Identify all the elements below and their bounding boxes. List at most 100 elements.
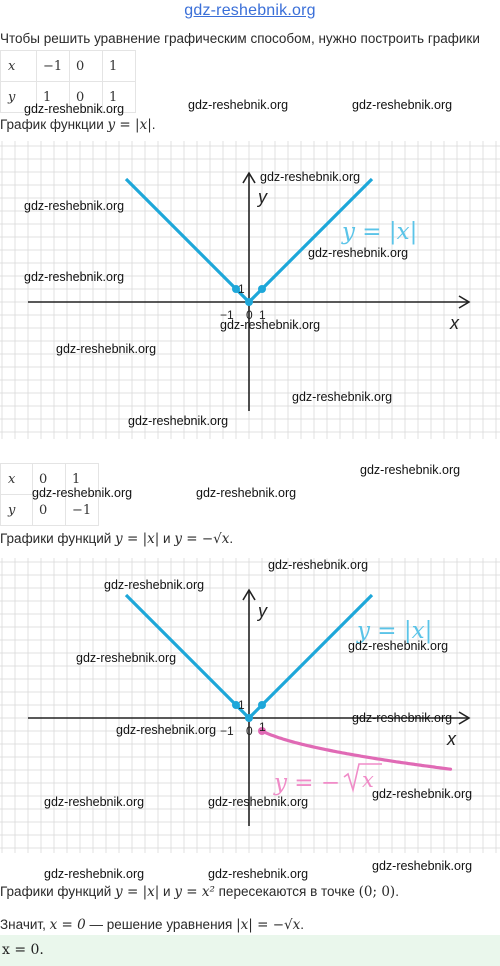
- conclusion-formula-2: y = x²: [174, 884, 215, 900]
- caption-mid: и: [159, 531, 175, 546]
- watermark: gdz-reshebnik.org: [24, 199, 125, 213]
- watermark: gdz-reshebnik.org: [220, 318, 321, 332]
- x-axis-label: x: [449, 313, 460, 333]
- watermark: gdz-reshebnik.org: [372, 859, 473, 873]
- values-table-abs: x −1 0 1 y 1 0 1: [0, 50, 136, 113]
- neg-sqrt-curve-label: y = − x: [273, 763, 382, 796]
- watermark: gdz-reshebnik.org: [188, 98, 289, 112]
- graph-abs-svg: x y −1 0 1 1 y = |x|: [0, 141, 500, 439]
- watermark: gdz-reshebnik.org: [308, 246, 409, 260]
- point-neg1-1: [232, 285, 240, 293]
- watermark: gdz-reshebnik.org: [56, 342, 157, 356]
- table-cell: 1: [102, 50, 136, 82]
- conclusion-prefix: Графики функций: [0, 884, 116, 899]
- watermark: gdz-reshebnik.org: [372, 787, 473, 801]
- table-cell: 0: [32, 494, 66, 526]
- watermark: gdz-reshebnik.org: [260, 170, 361, 184]
- graph-abs-and-sqrt: x y −1 0 1 1 y = |x| y = − x: [0, 558, 500, 853]
- y-axis-arrow-icon: [242, 588, 256, 601]
- tick-label-1: 1: [259, 720, 266, 734]
- x-axis-arrow-icon: [458, 295, 471, 309]
- conclusion-suffix: .: [300, 917, 305, 932]
- answer-text: x = 0.: [2, 942, 44, 958]
- radical-sign-icon: [343, 763, 382, 794]
- watermark: gdz-reshebnik.org: [24, 102, 125, 116]
- x-axis-label: x: [446, 729, 457, 749]
- caption-formula: y = |x|: [107, 117, 152, 133]
- caption-graph-1: График функции y = |x|.: [0, 117, 156, 133]
- watermark: gdz-reshebnik.org: [116, 723, 217, 737]
- x-axis-arrow-icon: [458, 711, 471, 725]
- watermark: gdz-reshebnik.org: [44, 867, 145, 881]
- point-1-neg1: [258, 727, 266, 735]
- conclusion-intersection: Графики функций y = |x| и y = x² пересек…: [0, 884, 399, 900]
- caption-formula-1: y = |x|: [115, 531, 160, 547]
- watermark: gdz-reshebnik.org: [360, 463, 461, 477]
- table-cell: 0: [69, 50, 103, 82]
- conclusion-solution: Значит, x = 0 — решение уравнения |x| = …: [0, 917, 304, 933]
- table-head-cell: y: [0, 81, 37, 113]
- intro-text: Чтобы решить уравнение графическим спосо…: [0, 31, 480, 46]
- conclusion-text: — решение уравнения: [85, 917, 237, 932]
- watermark: gdz-reshebnik.org: [196, 486, 297, 500]
- watermark: gdz-reshebnik.org: [128, 414, 229, 428]
- answer-box: x = 0.: [0, 935, 500, 966]
- y-axis-label: y: [256, 187, 268, 207]
- tick-label-1: 1: [259, 308, 266, 322]
- caption-graph-2: Графики функций y = |x| и y = −√x.: [0, 531, 233, 547]
- site-header[interactable]: gdz-reshebnik.org: [0, 0, 500, 24]
- watermark: gdz-reshebnik.org: [208, 867, 309, 881]
- point-origin: [245, 298, 253, 306]
- watermark: gdz-reshebnik.org: [208, 795, 309, 809]
- conclusion-mid: и: [159, 884, 175, 899]
- caption-suffix: .: [151, 117, 156, 132]
- point-1-1: [258, 285, 266, 293]
- tick-label-y1: 1: [238, 282, 245, 296]
- caption-prefix: График функции: [0, 117, 108, 132]
- tick-label-y1: 1: [238, 698, 245, 712]
- y-axis-label: y: [256, 601, 268, 621]
- conclusion-formula-1: y = |x|: [115, 884, 160, 900]
- point-neg1-1: [232, 701, 240, 709]
- watermark: gdz-reshebnik.org: [76, 651, 177, 665]
- abs-curve-label: y = |x|: [341, 219, 417, 245]
- table-row: x −1 0 1: [0, 50, 136, 82]
- conclusion-point: (0; 0): [358, 884, 396, 900]
- tick-label-neg1: −1: [220, 724, 234, 738]
- point-1-1: [258, 701, 266, 709]
- caption-formula-2: y = −√x: [174, 531, 230, 547]
- caption-prefix: Графики функций: [0, 531, 116, 546]
- table-cell: 1: [102, 81, 136, 113]
- conclusion-text: пересекаются в точке: [214, 884, 359, 899]
- grid: [0, 141, 500, 439]
- tick-label-zero: 0: [246, 308, 253, 322]
- conclusion-suffix: .: [395, 884, 399, 899]
- site-link[interactable]: gdz-reshebnik.org: [184, 2, 316, 19]
- watermark: gdz-reshebnik.org: [104, 578, 205, 592]
- abs-curve-label: y = |x|: [356, 618, 432, 644]
- watermark: gdz-reshebnik.org: [292, 390, 393, 404]
- table-head-cell: x: [0, 463, 33, 495]
- watermark: gdz-reshebnik.org: [24, 270, 125, 284]
- watermark: gdz-reshebnik.org: [348, 639, 449, 653]
- watermark: gdz-reshebnik.org: [32, 486, 133, 500]
- point-origin: [245, 714, 253, 722]
- table-head-cell: x: [0, 50, 37, 82]
- neg-sqrt-label-prefix: y = −: [273, 770, 340, 796]
- neg-sqrt-curve: [260, 729, 453, 771]
- table-cell: 1: [36, 81, 70, 113]
- conclusion-prefix: Значит,: [0, 917, 50, 932]
- watermark: gdz-reshebnik.org: [352, 711, 453, 725]
- graph-abs-sqrt-svg: x y −1 0 1 1 y = |x| y = − x: [0, 558, 500, 853]
- table-row: x 0 1: [0, 463, 99, 495]
- values-table-sqrt: x 0 1 y 0 −1: [0, 463, 99, 526]
- tick-label-neg1: −1: [220, 308, 234, 322]
- conclusion-x0: x = 0: [49, 917, 86, 933]
- table-row: y 0 −1: [0, 494, 99, 526]
- table-head-cell: y: [0, 494, 33, 526]
- y-axis-arrow-icon: [242, 171, 256, 184]
- tick-label-zero: 0: [246, 724, 253, 738]
- table-cell: 0: [69, 81, 103, 113]
- table-cell: −1: [65, 494, 99, 526]
- conclusion-equation: |x| = −√x: [236, 917, 301, 933]
